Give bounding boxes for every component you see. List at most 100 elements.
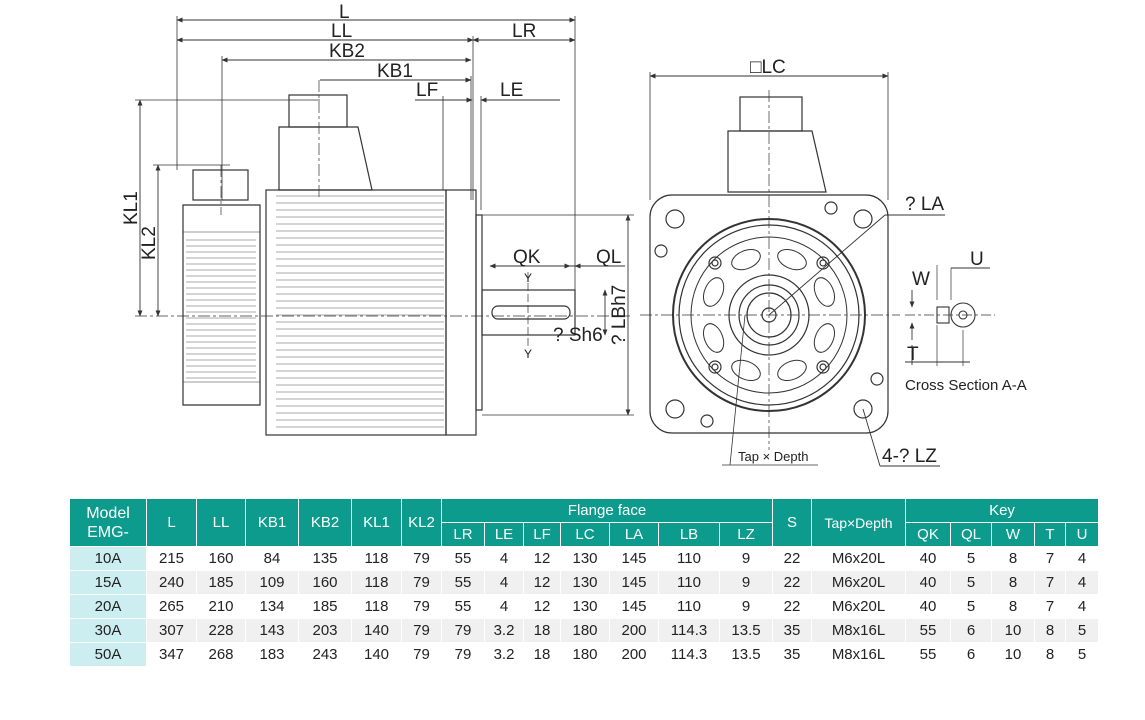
value-cell: 22 <box>772 546 812 571</box>
col-t-subheader: T <box>1034 522 1066 547</box>
value-cell: 118 <box>351 570 402 595</box>
dim-LF-label: LF <box>416 80 438 101</box>
col-la-subheader: LA <box>609 522 659 547</box>
tap-depth-label: Tap × Depth <box>738 449 808 464</box>
value-cell: 118 <box>351 546 402 571</box>
flange-window <box>731 359 761 382</box>
col-KL1-header: KL1 <box>351 498 402 547</box>
value-cell: 40 <box>905 570 951 595</box>
cross-section-caption: Cross Section A-A <box>905 377 1027 394</box>
value-cell: 12 <box>523 594 561 619</box>
col-le-subheader: LE <box>484 522 524 547</box>
col-ql-subheader: QL <box>950 522 992 547</box>
value-cell: 8 <box>991 570 1035 595</box>
model-cell: 30A <box>69 618 147 643</box>
value-cell: 79 <box>401 546 442 571</box>
value-cell: 8 <box>991 546 1035 571</box>
value-cell: 13.5 <box>719 618 773 643</box>
model-cell: 15A <box>69 570 147 595</box>
value-cell: 3.2 <box>484 642 524 667</box>
value-cell: 114.3 <box>658 642 720 667</box>
col-lf-subheader: LF <box>523 522 561 547</box>
col-lb-subheader: LB <box>658 522 720 547</box>
value-cell: 240 <box>146 570 197 595</box>
col-lz-subheader: LZ <box>719 522 773 547</box>
dim-LA-label: ? LA <box>905 194 944 215</box>
dim-S-label: ? Sh6 <box>553 325 603 346</box>
value-cell: 110 <box>658 546 720 571</box>
value-cell: 203 <box>298 618 352 643</box>
value-cell: 13.5 <box>719 642 773 667</box>
section-Y-bottom: Y <box>524 347 532 361</box>
value-cell: 114.3 <box>658 618 720 643</box>
col-lc-subheader: LC <box>560 522 610 547</box>
value-cell: 210 <box>196 594 246 619</box>
value-cell: 5 <box>950 546 992 571</box>
col-L-header: L <box>146 498 197 547</box>
value-cell: 8 <box>1034 618 1066 643</box>
value-cell: 8 <box>1034 642 1066 667</box>
value-cell: 200 <box>609 642 659 667</box>
col-LL-header: LL <box>196 498 246 547</box>
value-cell: 4 <box>1065 570 1099 595</box>
dim-KL2-label: KL2 <box>139 226 160 260</box>
value-cell: 55 <box>905 618 951 643</box>
value-cell: 110 <box>658 570 720 595</box>
flange-window <box>702 277 725 307</box>
flange-window <box>813 323 836 353</box>
value-cell: 160 <box>298 570 352 595</box>
value-cell: 185 <box>298 594 352 619</box>
value-cell: 140 <box>351 642 402 667</box>
col-S-header: S <box>772 498 812 547</box>
value-cell: 110 <box>658 594 720 619</box>
value-cell: 118 <box>351 594 402 619</box>
value-cell: 18 <box>523 618 561 643</box>
value-cell: 243 <box>298 642 352 667</box>
value-cell: 347 <box>146 642 197 667</box>
col-qk-subheader: QK <box>905 522 951 547</box>
flange-window <box>813 277 836 307</box>
value-cell: 200 <box>609 618 659 643</box>
dim-U-label: U <box>970 249 984 270</box>
value-cell: 7 <box>1034 594 1066 619</box>
col-u-subheader: U <box>1065 522 1099 547</box>
value-cell: M6x20L <box>811 546 906 571</box>
value-cell: 4 <box>484 594 524 619</box>
value-cell: 55 <box>441 546 485 571</box>
value-cell: 10 <box>991 642 1035 667</box>
flange-window <box>731 248 761 271</box>
value-cell: 4 <box>1065 546 1099 571</box>
value-cell: 180 <box>560 642 610 667</box>
flange-window <box>777 248 807 271</box>
value-cell: 140 <box>351 618 402 643</box>
col-KB1-header: KB1 <box>245 498 299 547</box>
value-cell: 22 <box>772 570 812 595</box>
value-cell: 79 <box>401 642 442 667</box>
col-w-subheader: W <box>991 522 1035 547</box>
value-cell: 5 <box>1065 642 1099 667</box>
value-cell: 130 <box>560 546 610 571</box>
value-cell: 9 <box>719 594 773 619</box>
motor-dimension-drawing: L LL LR KB2 KB1 LF LE KL1 KL2 QK QL Y Y … <box>121 2 1027 467</box>
dim-LR-label: LR <box>512 21 536 42</box>
flange-spokes <box>702 248 836 382</box>
section-Y-top: Y <box>524 271 532 285</box>
value-cell: 4 <box>484 546 524 571</box>
value-cell: 3.2 <box>484 618 524 643</box>
dim-LZ-label: 4-? LZ <box>882 446 937 467</box>
col-flange-header: Flange face <box>441 498 773 523</box>
value-cell: 143 <box>245 618 299 643</box>
value-cell: 7 <box>1034 570 1066 595</box>
value-cell: 5 <box>950 570 992 595</box>
value-cell: 5 <box>950 594 992 619</box>
value-cell: 215 <box>146 546 197 571</box>
value-cell: 4 <box>484 570 524 595</box>
value-cell: 8 <box>991 594 1035 619</box>
col-KB2-header: KB2 <box>298 498 352 547</box>
value-cell: M6x20L <box>811 594 906 619</box>
value-cell: 12 <box>523 570 561 595</box>
side-view <box>135 16 634 436</box>
